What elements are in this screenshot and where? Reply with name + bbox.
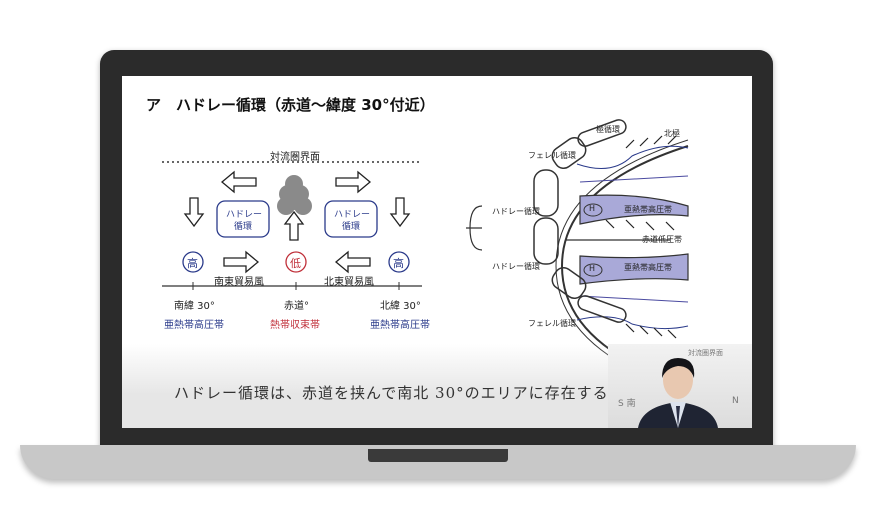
arrow-up-center <box>283 210 305 241</box>
hadley-loop-right <box>324 200 378 238</box>
polar-cell-label: 極循環 <box>596 125 620 134</box>
arrow-down-right <box>389 197 411 228</box>
laptop-notch <box>368 449 508 462</box>
subtropical-high-band-top <box>579 194 689 225</box>
north-pole-label: 北極 <box>664 129 680 138</box>
board-left-note: S 南 <box>618 399 636 409</box>
arrow-left-top <box>220 170 257 194</box>
laptop-base <box>20 445 856 479</box>
hadley-loop-left <box>216 200 270 238</box>
arrow-se-trade <box>223 250 260 274</box>
subtropical-high-right: 亜熱帯高圧帯 <box>370 320 430 331</box>
presenter-video: 対流圏界面 S 南 N <box>608 344 752 428</box>
equator-label: 赤道° <box>284 301 309 312</box>
se-trade-label: 南東貿易風 <box>214 277 264 288</box>
high-pressure-right: 高 <box>393 257 404 270</box>
lecture-slide: ア ハドレー循環（赤道〜緯度 30°付近） <box>122 76 752 428</box>
hadley-top-label: ハドレー循環 <box>492 207 540 216</box>
subtropical-high-top-label: 亜熱帯高圧帯 <box>624 205 672 214</box>
hadley-left-line1: ハドレー <box>226 210 263 220</box>
arrow-down-left <box>183 197 205 228</box>
low-pressure-center: 低 <box>290 257 301 270</box>
arrow-ne-trade <box>334 250 371 274</box>
slide-title: ア ハドレー循環（赤道〜緯度 30°付近） <box>146 96 435 114</box>
hadley-right-line2: 循環 <box>342 222 361 232</box>
lat-north-label: 北緯 30° <box>380 301 421 312</box>
high-pressure-left: 高 <box>187 257 198 270</box>
brace <box>466 205 483 251</box>
board-note: 対流圏界面 <box>688 349 723 357</box>
global-circulation-graphics <box>466 119 689 393</box>
hadley-right-line1: ハドレー <box>334 210 371 220</box>
ne-trade-label: 北東貿易風 <box>324 277 374 288</box>
hadley-bottom-label: ハドレー循環 <box>492 262 540 271</box>
cloud-icon <box>277 175 312 215</box>
h-mark-bottom: H <box>589 264 596 273</box>
tropopause-label: 対流圏界面 <box>270 152 320 163</box>
subtropical-high-left: 亜熱帯高圧帯 <box>164 320 224 331</box>
itcz-label: 熱帯収束帯 <box>270 320 320 331</box>
subtitle-caption: ハドレー循環は、赤道を挟んで南北 30°のエリアに存在する <box>174 384 609 402</box>
subtropical-high-band-bottom <box>579 253 689 285</box>
ferrel-top-label: フェレル循環 <box>528 151 576 160</box>
lat-south-label: 南緯 30° <box>174 301 215 312</box>
presenter-figure <box>638 358 718 428</box>
arrow-right-top <box>335 170 372 194</box>
board-right-note: N <box>732 396 739 406</box>
h-mark-top: H <box>589 204 596 213</box>
equatorial-low-label: 赤道低圧帯 <box>642 235 682 244</box>
hadley-left-line2: 循環 <box>234 222 253 232</box>
hadley-diagram-graphics <box>162 119 689 393</box>
ferrel-bottom-label: フェレル循環 <box>528 319 576 328</box>
subtropical-high-bottom-label: 亜熱帯高圧帯 <box>624 263 672 272</box>
